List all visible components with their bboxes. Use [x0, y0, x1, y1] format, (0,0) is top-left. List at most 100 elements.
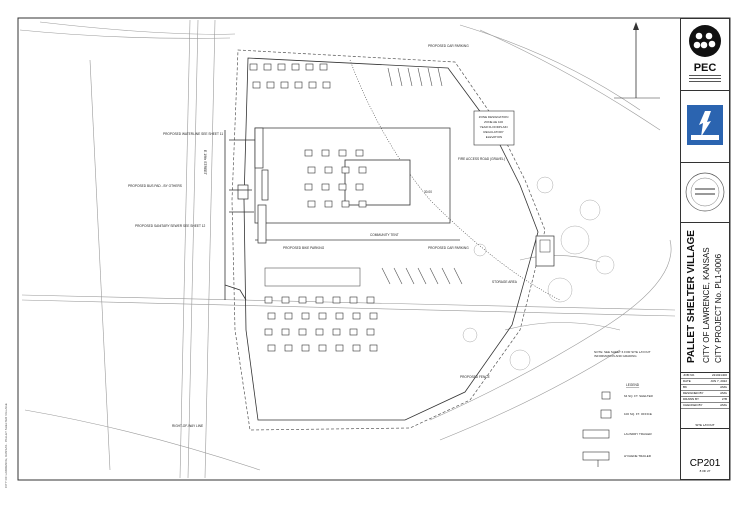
shelter	[284, 344, 293, 352]
label-storage-area: STORAGE AREA	[492, 280, 518, 284]
firm-name: PEC	[694, 62, 717, 74]
street-label: E 19th STREET	[203, 150, 207, 176]
label-car-parking-mid: PROPOSED CAR PARKING	[428, 246, 469, 250]
north-arrow	[614, 22, 660, 99]
job-info-row: DRAWN BY LTB	[681, 397, 729, 403]
legend-hygiene-symbol	[582, 451, 610, 461]
job-info-value: AMG	[720, 391, 727, 395]
shelter	[308, 81, 317, 89]
side-margin-note: CITY OF LAWRENCE, KANSAS · PALLET SHELTE…	[4, 403, 8, 488]
project-title: PALLET SHELTER VILLAGE	[686, 230, 697, 363]
label-proposed-fence: PROPOSED FENCE	[460, 375, 490, 379]
shelter	[249, 63, 258, 71]
shelter	[291, 63, 300, 71]
shelter	[266, 81, 275, 89]
shelter	[324, 200, 333, 208]
legend-item-hygiene: HYGIENE TRAILER	[624, 454, 652, 458]
shelter	[294, 81, 303, 89]
label-right-of-way: RIGHT-OF-WAY LINE	[172, 424, 203, 428]
shelter	[318, 312, 327, 320]
shelter	[358, 166, 367, 174]
shelter	[307, 200, 316, 208]
shelter	[335, 312, 344, 320]
shelter	[349, 328, 358, 336]
sheet-desc: SITE LAYOUT	[681, 421, 729, 429]
shelter	[341, 166, 350, 174]
car-parking-top	[387, 67, 443, 87]
job-info-row: DATE JUN 7, 2022	[681, 379, 729, 385]
job-info-label: JOB NO.	[683, 373, 696, 377]
label-car-parking-top: PROPOSED CAR PARKING	[428, 44, 469, 48]
shelter	[366, 328, 375, 336]
job-info-value: 221021400	[711, 373, 727, 377]
trees	[462, 176, 615, 371]
shelter	[301, 344, 310, 352]
legend-shelter-symbol	[601, 391, 611, 400]
job-info-label: DATE	[683, 379, 691, 383]
label-sanitary-sewer: PROPOSED SANITARY SEWER SEE SHEET 12	[135, 224, 205, 228]
label-fire-access-road: FIRE ACCESS ROAD (GRAVEL)	[458, 157, 505, 161]
shelter	[332, 296, 341, 304]
shelter	[298, 296, 307, 304]
shelter	[318, 344, 327, 352]
flood-zone-note: ZONE DESIGNATION ZONE AE 100 YEAR FLOODP…	[479, 115, 509, 139]
job-info-row: BK AMG	[681, 385, 729, 391]
shelter	[264, 328, 273, 336]
project-number: CITY PROJECT No. PL1-0006	[714, 253, 723, 363]
legend-title: LEGEND	[626, 383, 640, 387]
title-block: PEC PALLET SHELTER VILLAGE CITY OF LAWRE…	[680, 18, 730, 480]
background-linework	[19, 19, 676, 479]
shelter	[284, 312, 293, 320]
shelter	[304, 149, 313, 157]
car-parking-mid	[381, 267, 463, 285]
shelter	[267, 344, 276, 352]
project-title-cell: PALLET SHELTER VILLAGE CITY OF LAWRENCE,…	[681, 223, 729, 373]
site-boundary	[231, 49, 546, 431]
sheet-of: 8 OF 27	[699, 469, 711, 473]
shelter-group-bottom	[264, 296, 378, 352]
job-info-value: AMG	[720, 385, 727, 389]
plan-labels: PROPOSED CAR PARKING PROPOSED WATERLINE …	[128, 44, 518, 428]
engineer-seal-icon	[685, 172, 725, 212]
job-info-label: DRAWN BY	[683, 397, 700, 401]
legend-item-office: 100 SQ. FT. OFFICE	[624, 412, 652, 416]
job-info-label: BK	[683, 385, 688, 389]
shelter	[315, 296, 324, 304]
shelter	[321, 149, 330, 157]
shelter	[301, 312, 310, 320]
legend-item-laundry: LAUNDRY TRAILER	[624, 432, 653, 436]
shelter	[264, 296, 273, 304]
shelter	[338, 149, 347, 157]
shelter	[252, 81, 261, 89]
shelter	[321, 183, 330, 191]
shelter	[319, 63, 328, 71]
shelter	[349, 296, 358, 304]
project-city: CITY OF LAWRENCE, KANSAS	[702, 247, 711, 363]
job-info-value: LTB	[721, 397, 727, 401]
floodplain-line	[349, 59, 561, 301]
shelter	[305, 63, 314, 71]
storage-area	[535, 235, 555, 267]
label-bike-parking: PROPOSED BIKE PARKING	[283, 246, 325, 250]
shelter	[341, 200, 350, 208]
label-dim-30: 30.00	[424, 190, 432, 194]
label-community-tent: COMMUNITY TENT	[370, 233, 399, 237]
label-bus-pad: PROPOSED BUS PAD - BY OTHERS	[128, 184, 182, 188]
seal-cell	[681, 91, 729, 163]
job-info-label: DESIGNED BY	[683, 391, 704, 395]
firm-logo-cell: PEC	[681, 19, 729, 91]
shelter	[355, 149, 364, 157]
shelter	[307, 166, 316, 174]
shelter	[352, 312, 361, 320]
sheet-number: CP201	[689, 458, 721, 469]
note-text: NOTE: SEE SHEET 6 FOR SITE LAYOUT INFORM…	[594, 350, 651, 358]
shelter	[267, 312, 276, 320]
job-info-value: JUN 7, 2022	[710, 379, 727, 383]
shelter	[315, 328, 324, 336]
label-waterline: PROPOSED WATERLINE SEE SHEET 11	[163, 132, 223, 136]
sheet-border	[17, 17, 731, 481]
